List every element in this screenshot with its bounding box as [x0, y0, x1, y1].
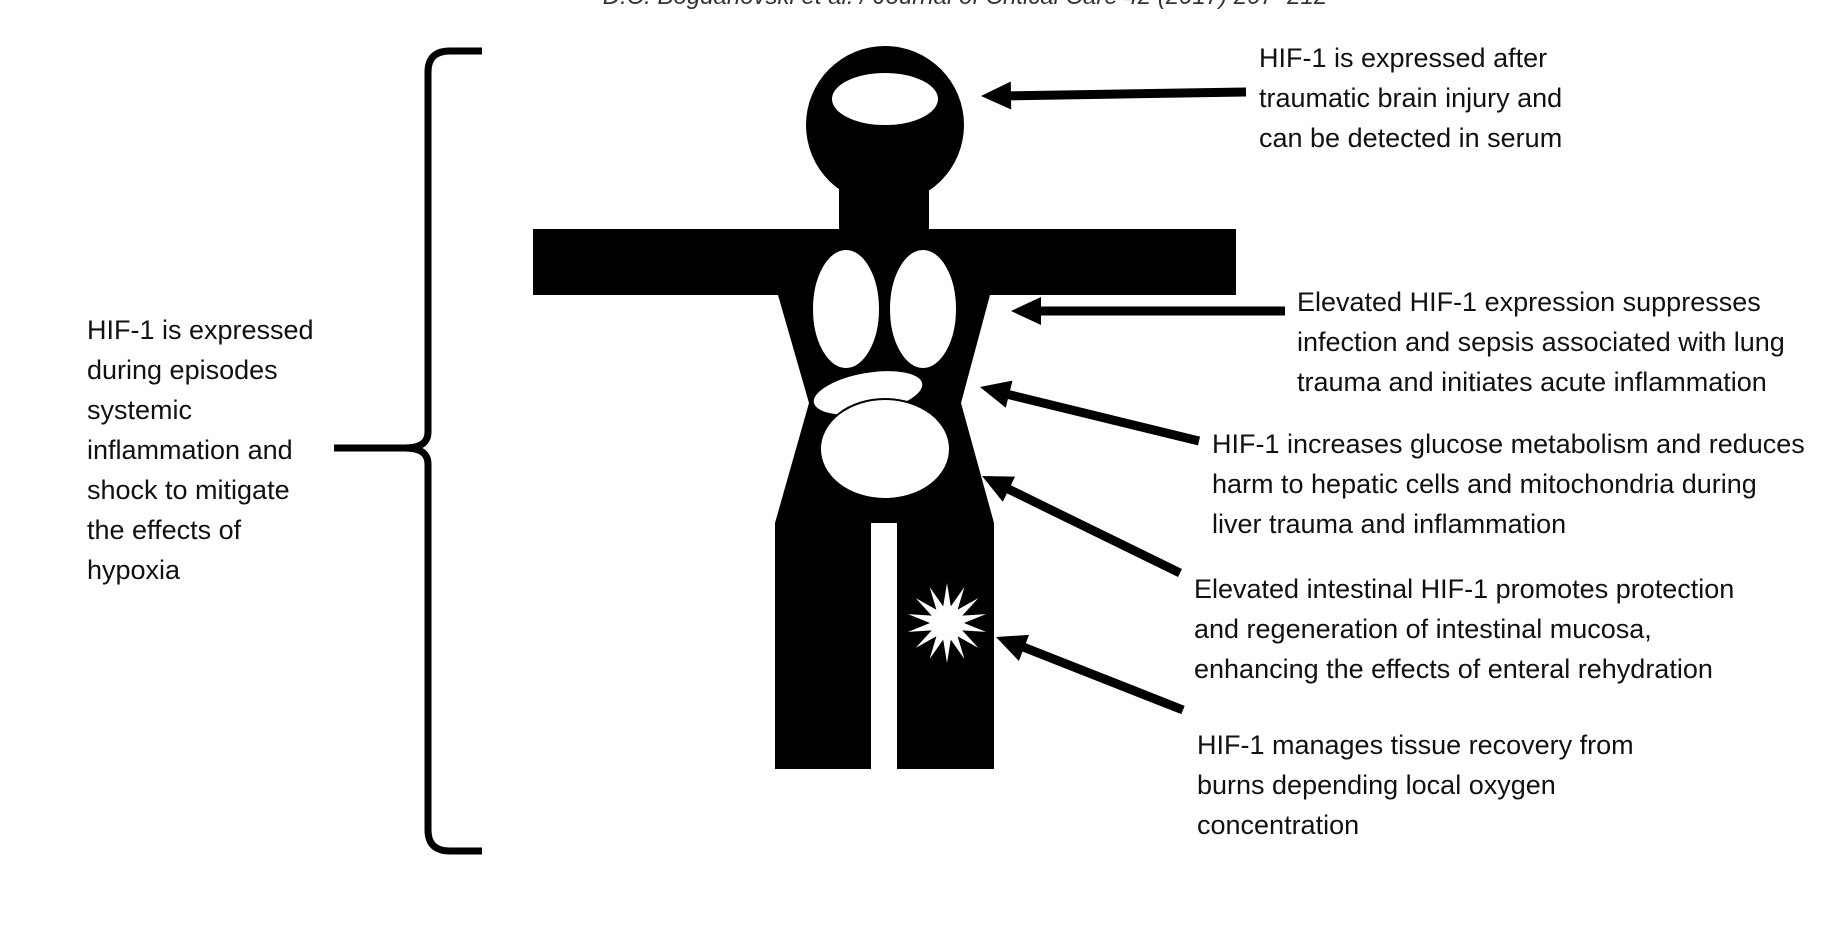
text-line: traumatic brain injury and [1259, 83, 1563, 113]
neck [839, 180, 929, 235]
left-annotation: HIF-1 is expressed during episodes syste… [87, 310, 314, 590]
text-line: inflammation and [87, 435, 293, 465]
text-line: Elevated HIF-1 expression suppresses [1297, 287, 1761, 317]
text-line: HIF-1 is expressed [87, 315, 314, 345]
text-line: HIF-1 increases glucose metabolism and r… [1212, 429, 1805, 459]
torso-and-legs [775, 295, 994, 769]
left-brace [334, 47, 482, 855]
arrow-intestine [996, 479, 1182, 578]
annotation-lungs: Elevated HIF-1 expression suppresses inf… [1297, 282, 1785, 402]
text-line: harm to hepatic cells and mitochondria d… [1212, 469, 1757, 499]
text-line: Elevated intestinal HIF-1 promotes prote… [1194, 574, 1735, 604]
arrowhead-icon [1011, 297, 1041, 325]
text-line: trauma and initiates acute inflammation [1297, 367, 1767, 397]
text-line: enhancing the effects of enteral rehydra… [1194, 654, 1713, 684]
citation-header: D.C. Bogdanovski et al. / Journal of Cri… [0, 0, 1836, 11]
text-line: concentration [1197, 810, 1360, 840]
arrowhead-icon [981, 81, 1012, 110]
text-line: systemic [87, 395, 193, 425]
burn-starburst [908, 583, 986, 663]
arrow-burn [1011, 638, 1185, 715]
text-line: and regeneration of intestinal mucosa, [1194, 614, 1652, 644]
text-line: infection and sepsis associated with lun… [1297, 327, 1785, 357]
text-line: HIF-1 manages tissue recovery from [1197, 730, 1634, 760]
arrowhead-icon [980, 380, 1013, 408]
arrowheads [980, 81, 1041, 661]
arrow-liver [996, 387, 1201, 446]
brain [830, 71, 940, 127]
arrows [996, 87, 1285, 715]
text-line: burns depending local oxygen [1197, 770, 1556, 800]
text-line: the effects of [87, 515, 242, 545]
right-lung [888, 248, 958, 370]
text-line: hypoxia [87, 555, 181, 585]
text-line: during episodes [87, 355, 278, 385]
arms [533, 229, 1236, 295]
arrowhead-icon [996, 634, 1030, 661]
text-line: can be detected in serum [1259, 123, 1563, 153]
arrowhead-icon [982, 476, 1016, 502]
text-line: shock to mitigate [87, 475, 290, 505]
intestine [819, 398, 951, 500]
text-line: HIF-1 is expressed after [1259, 43, 1548, 73]
annotation-liver: HIF-1 increases glucose metabolism and r… [1212, 424, 1805, 544]
organs [811, 71, 986, 663]
annotation-intestine: Elevated intestinal HIF-1 promotes prote… [1194, 569, 1734, 689]
annotation-burn: HIF-1 manages tissue recovery from burns… [1197, 725, 1634, 845]
annotation-brain: HIF-1 is expressed after traumatic brain… [1259, 38, 1562, 158]
arrow-brain [999, 87, 1247, 101]
left-lung [811, 248, 881, 370]
text-line: liver trauma and inflammation [1212, 509, 1567, 539]
